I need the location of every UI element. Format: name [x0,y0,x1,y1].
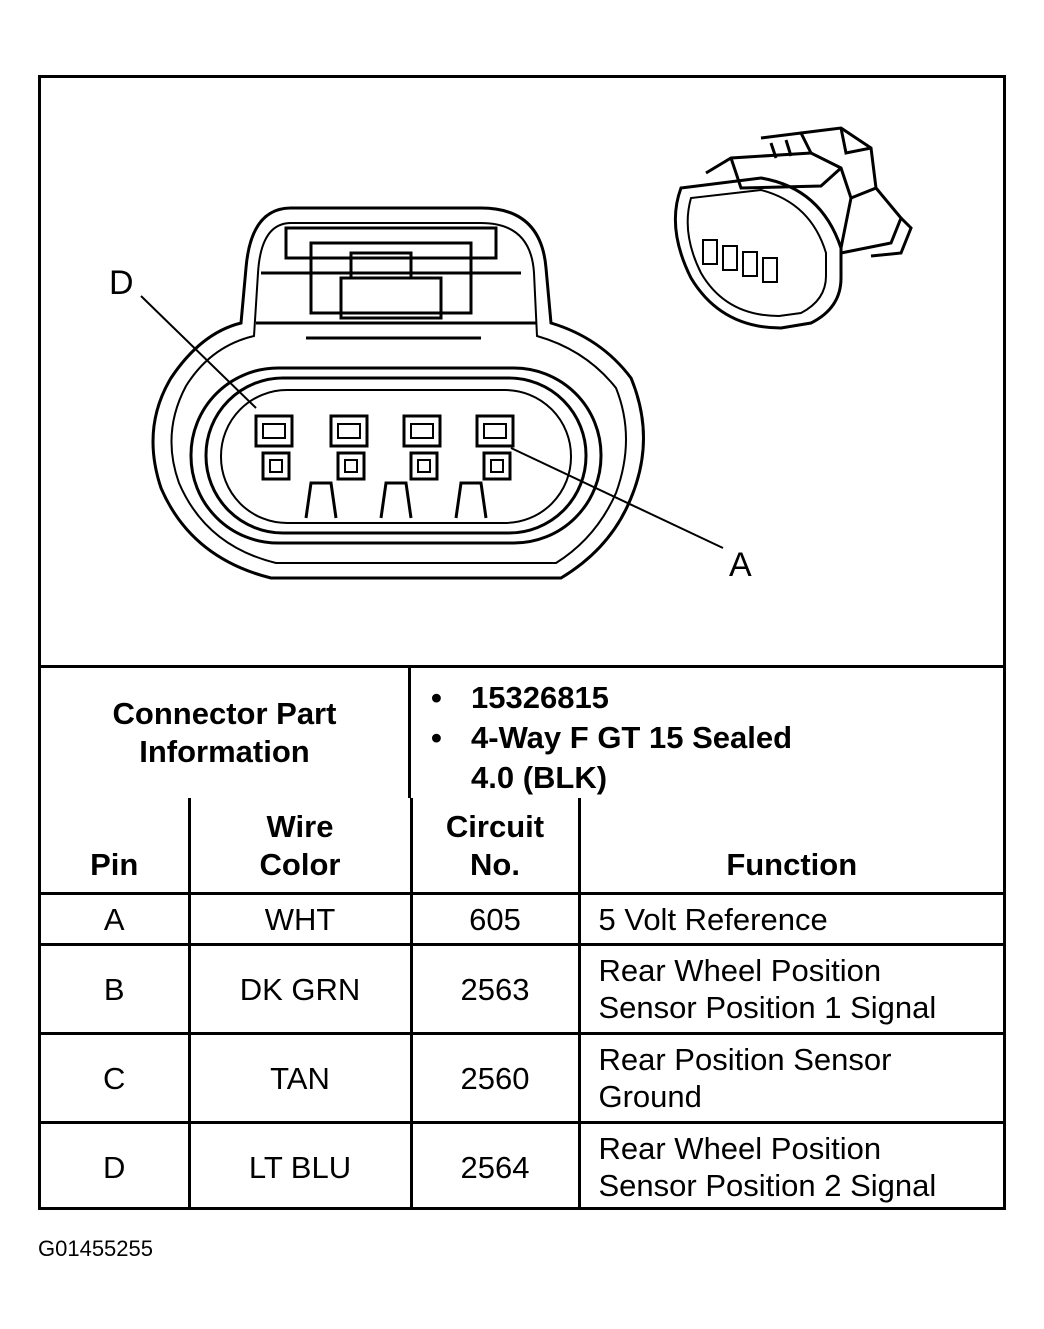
connector-face-cavity [220,389,572,524]
header-wire-color: Wire Color [187,798,413,895]
connector-info-heading-line2: Information [139,734,310,769]
header-circuit-no: Circuit No. [409,798,581,895]
cavity-d-bottom [261,451,291,481]
diagram-frame: D A Connector Part Information • 1532681… [38,75,1006,1210]
cell-pin: A [41,892,191,946]
part-number: 15326815 [471,680,609,715]
pin-table: Pin Wire Color Circuit No. Function A WH… [41,798,1003,1210]
connector-face-drawing [140,126,913,580]
cell-function: Rear Wheel Position Sensor Position 1 Si… [577,943,1003,1035]
key-3 [454,481,488,519]
table-row: D LT BLU 2564 Rear Wheel Position Sensor… [41,1121,1003,1210]
connector-part-info: Connector Part Information • 15326815 • … [41,665,1003,798]
cell-pin: D [41,1121,191,1210]
cavity-d-top [254,414,294,448]
connector-3d-sketch [673,126,913,330]
leader-line-d [140,295,257,409]
leader-line-a [510,447,724,549]
connector-info-item-continuation: 4.0 (BLK) [471,758,1003,798]
cell-function: 5 Volt Reference [577,892,1003,946]
connector-info-heading-line1: Connector Part [112,696,337,731]
latch-window [339,276,443,320]
key-2 [379,481,413,519]
cell-function: Rear Position Sensor Ground [577,1032,1003,1124]
connector-info-item: • 4-Way F GT 15 Sealed [431,718,1003,758]
cell-wire-color: LT BLU [187,1121,413,1210]
figure-code: G01455255 [38,1236,153,1261]
pin-label-a: A [729,546,752,584]
cavity-a-bottom [482,451,512,481]
cell-circuit: 2560 [409,1032,581,1124]
cell-circuit: 605 [409,892,581,946]
connector-info-heading: Connector Part Information [41,668,411,798]
cell-pin: C [41,1032,191,1124]
table-row: B DK GRN 2563 Rear Wheel Position Sensor… [41,943,1003,1035]
bullet-icon: • [431,680,442,715]
cell-circuit: 2564 [409,1121,581,1210]
connector-face-outer [189,366,603,545]
cell-wire-color: TAN [187,1032,413,1124]
connector-size-color: 4.0 (BLK) [471,760,608,795]
cell-wire-color: DK GRN [187,943,413,1035]
connector-face-inner [204,376,588,535]
table-row: C TAN 2560 Rear Position Sensor Ground [41,1032,1003,1124]
cavity-b-top [402,414,442,448]
pin-label-d: D [109,264,134,302]
cavity-c-top [329,414,369,448]
connector-info-values: • 15326815 • 4-Way F GT 15 Sealed 4.0 (B… [411,668,1003,798]
connector-inner-shell [170,222,627,564]
header-function: Function [577,798,1003,895]
key-1 [304,481,338,519]
latch-top [284,226,498,260]
pin-table-header: Pin Wire Color Circuit No. Function [41,798,1003,895]
connector-type: 4-Way F GT 15 Sealed [471,720,793,755]
cell-circuit: 2563 [409,943,581,1035]
cell-pin: B [41,943,191,1035]
connector-outer-shell [151,206,645,580]
header-pin: Pin [41,798,191,895]
connector-diagram: D A [41,78,1003,665]
terminal-cavities [254,414,515,481]
table-row: A WHT 605 5 Volt Reference [41,892,1003,946]
cell-wire-color: WHT [187,892,413,946]
cavity-c-bottom [336,451,366,481]
cavity-b-bottom [409,451,439,481]
connector-info-item: • 15326815 [431,678,1003,718]
latch-body [309,241,473,315]
cell-function: Rear Wheel Position Sensor Position 2 Si… [577,1121,1003,1210]
cavity-a-top [475,414,515,448]
bullet-icon: • [431,720,442,755]
